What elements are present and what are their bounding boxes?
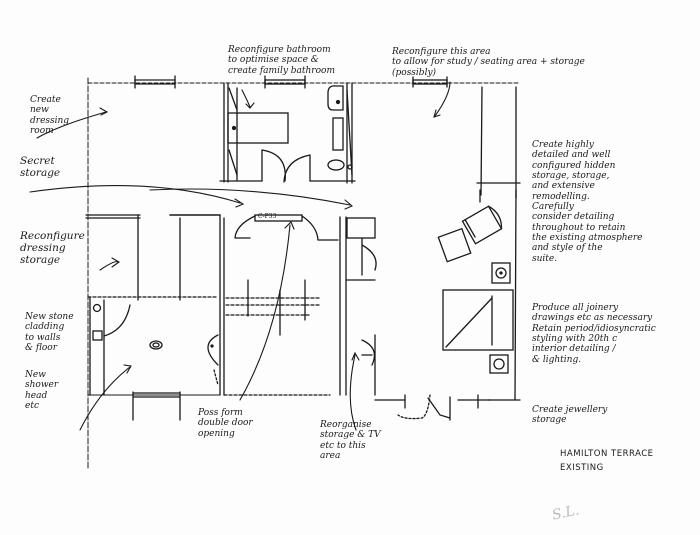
note-hidden-storage: Create highly detailed and well configur… xyxy=(532,140,643,264)
shower-room xyxy=(87,296,331,421)
note-bathroom: Reconfigure bathroom to optimise space &… xyxy=(228,45,335,76)
drawing-subtitle: EXISTING xyxy=(560,463,604,473)
note-secret-storage: Secret storage xyxy=(20,155,61,180)
middle-walls xyxy=(85,214,377,396)
note-tv-storage: Reorganise storage & TV etc to this area xyxy=(320,420,381,462)
note-shower-head: New shower head etc xyxy=(25,370,59,412)
note-study-area: Reconfigure this area to allow for study… xyxy=(392,47,585,78)
bedroom xyxy=(374,189,521,421)
note-joinery: Produce all joinery drawings etc as nece… xyxy=(532,303,656,365)
note-jewellery: Create jewellery storage xyxy=(532,405,608,426)
cupboard-label: C-P33 xyxy=(258,213,277,220)
note-double-door: Poss form double door opening xyxy=(198,408,253,439)
note-stone-cladding: New stone cladding to walls & floor xyxy=(25,312,74,354)
top-wall xyxy=(87,75,521,471)
note-dressing-room: Create new dressing room xyxy=(30,95,70,137)
annotation-arrows xyxy=(29,81,451,431)
note-dressing-storage: Reconfigure dressing storage xyxy=(20,230,85,267)
study-walls xyxy=(476,86,521,199)
drawing-title: HAMILTON TERRACE xyxy=(560,449,654,459)
bathroom xyxy=(219,82,356,184)
